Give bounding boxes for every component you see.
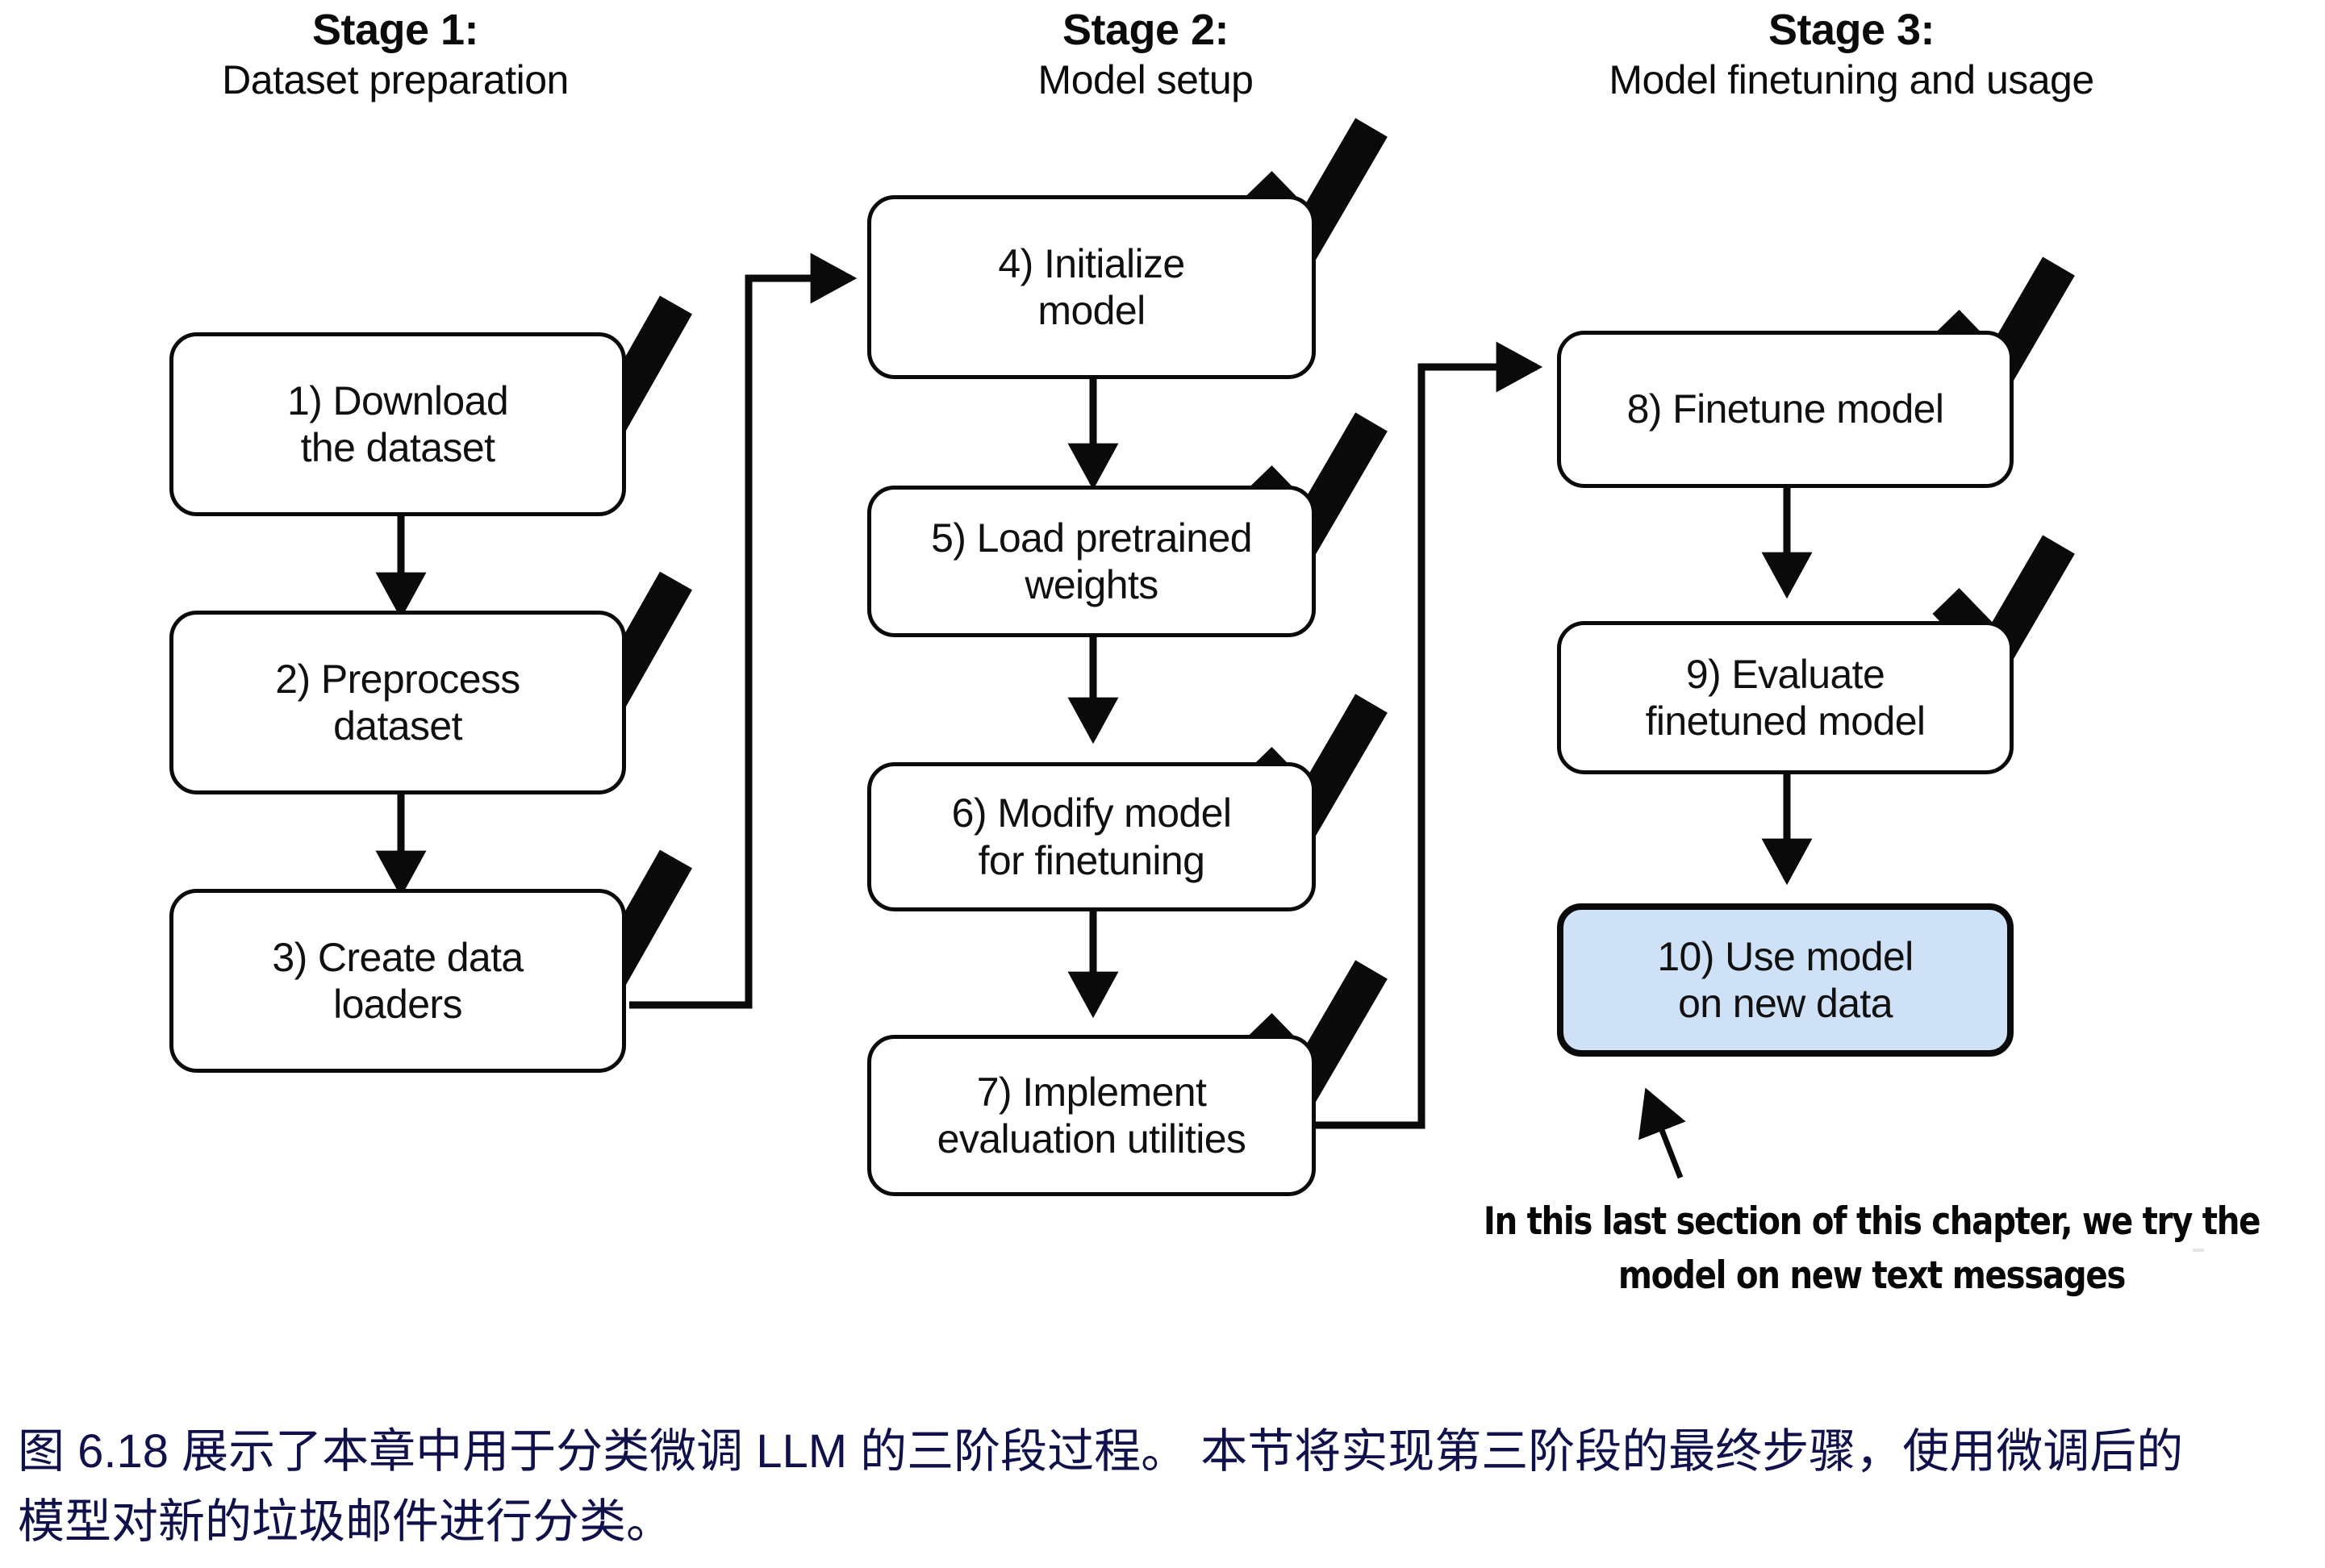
flow-step-10-label: 10) Use model on new data: [1657, 933, 1914, 1027]
flow-step-3-label: 3) Create data loaders: [272, 934, 524, 1028]
flow-step-5-label: 5) Load pretrained weights: [931, 515, 1252, 608]
flow-step-6-label: 6) Modify model for finetuning: [951, 790, 1232, 883]
flow-step-1-label: 1) Download the dataset: [286, 377, 509, 471]
stage-3-title: Stage 3:: [1768, 6, 1935, 54]
figure-diagram: Stage 1: Dataset preparation Stage 2: Mo…: [32, 5, 2261, 1303]
flow-step-2[interactable]: 2) Preprocess dataset: [169, 611, 626, 794]
stage-1-subtitle: Dataset preparation: [222, 56, 569, 102]
figure-caption-line-2: 模型对新的垃圾邮件进行分类。: [18, 1495, 674, 1548]
flow-step-9[interactable]: 9) Evaluate finetuned model: [1557, 621, 2014, 774]
flow-step-6[interactable]: 6) Modify model for finetuning: [867, 762, 1316, 911]
annotation-note-line-2: model on new text messages: [1617, 1253, 2127, 1298]
annotation-pointer-arrow: [1638, 1087, 1686, 1179]
stage-3-subtitle: Model finetuning and usage: [1609, 56, 2094, 102]
flow-step-9-label: 9) Evaluate finetuned model: [1645, 651, 1926, 744]
flow-step-5[interactable]: 5) Load pretrained weights: [867, 486, 1316, 637]
connector-stage2-to-stage3: [1315, 341, 1543, 1129]
connector-stage1-to-stage2: [629, 252, 858, 1009]
flow-step-7[interactable]: 7) Implement evaluation utilities: [867, 1035, 1316, 1196]
stage-2-heading: Stage 2: Model setup: [815, 5, 1476, 104]
flow-step-2-label: 2) Preprocess dataset: [275, 656, 520, 749]
annotation-note-line-1: In this last section of this chapter, we…: [1483, 1199, 2261, 1244]
stage-2-title: Stage 2:: [1062, 6, 1229, 54]
stage-1-heading: Stage 1: Dataset preparation: [32, 5, 758, 104]
figure-caption-line-1: 图 6.18 展示了本章中用于分类微调 LLM 的三阶段过程。 本节将实现第三阶…: [18, 1425, 2184, 1478]
flow-step-4-label: 4) Initialize model: [998, 240, 1185, 334]
flow-step-8-label: 8) Finetune model: [1626, 386, 1944, 432]
stage-2-subtitle: Model setup: [1037, 56, 1254, 102]
stage-1-title: Stage 1:: [311, 6, 479, 54]
stage-3-heading: Stage 3: Model finetuning and usage: [1476, 5, 2227, 104]
figure-caption: 图 6.18 展示了本章中用于分类微调 LLM 的三阶段过程。 本节将实现第三阶…: [18, 1416, 2309, 1557]
annotation-note: In this last section of this chapter, we…: [1483, 1195, 2261, 1303]
flow-step-3[interactable]: 3) Create data loaders: [169, 889, 626, 1073]
flow-step-7-label: 7) Implement evaluation utilities: [937, 1069, 1246, 1162]
flow-step-1[interactable]: 1) Download the dataset: [169, 332, 626, 516]
flow-step-4[interactable]: 4) Initialize model: [867, 195, 1316, 379]
flow-step-8[interactable]: 8) Finetune model: [1557, 331, 2014, 488]
flow-step-10[interactable]: 10) Use model on new data: [1557, 903, 2014, 1057]
page-edge-mark: [2193, 1249, 2204, 1252]
